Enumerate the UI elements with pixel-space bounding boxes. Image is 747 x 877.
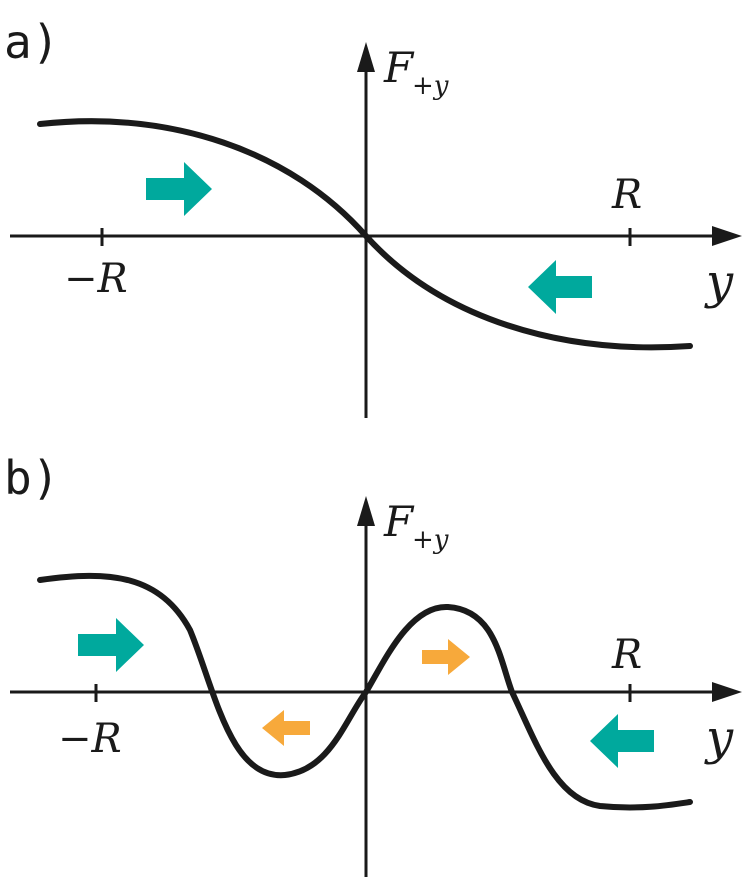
panel-a-force-curve (37, 118, 693, 351)
panel-a-label: a) (4, 15, 59, 69)
panel-b-orange-left-arrow-icon (262, 710, 310, 746)
panel-b-force-curve (37, 572, 693, 811)
panel-b-y-axis-arrowhead-icon (357, 496, 375, 526)
panel-a-tick-neg-label: −R (64, 256, 128, 302)
panel-b-x-axis-arrowhead-icon (712, 682, 742, 702)
panel-b-right-arrow-icon (78, 618, 144, 672)
panel-a: a) F +y −R R y (4, 15, 742, 418)
panel-a-left-arrow-icon (528, 260, 592, 314)
panel-b-tick-neg-label: −R (58, 716, 122, 762)
panel-b: b) F +y −R R y (4, 451, 742, 877)
panel-a-right-arrow-icon (146, 162, 212, 216)
panel-b-y-axis-title: F (383, 497, 415, 546)
panel-b-left-arrow-icon (590, 714, 654, 768)
panel-a-tick-pos-label: R (611, 172, 642, 218)
panel-a-y-axis-subscript: +y (412, 71, 449, 101)
panel-a-y-axis-title: F (383, 43, 415, 92)
panel-b-label: b) (4, 451, 59, 505)
panel-b-orange-right-arrow-icon (422, 639, 470, 675)
panel-b-tick-pos-label: R (611, 632, 642, 678)
panel-a-x-axis-arrowhead-icon (712, 226, 742, 246)
panel-a-y-axis-arrowhead-icon (357, 42, 375, 72)
panel-b-y-axis-subscript: +y (412, 525, 449, 555)
panel-a-x-axis-label: y (704, 254, 734, 310)
panel-b-x-axis-label: y (704, 710, 734, 766)
